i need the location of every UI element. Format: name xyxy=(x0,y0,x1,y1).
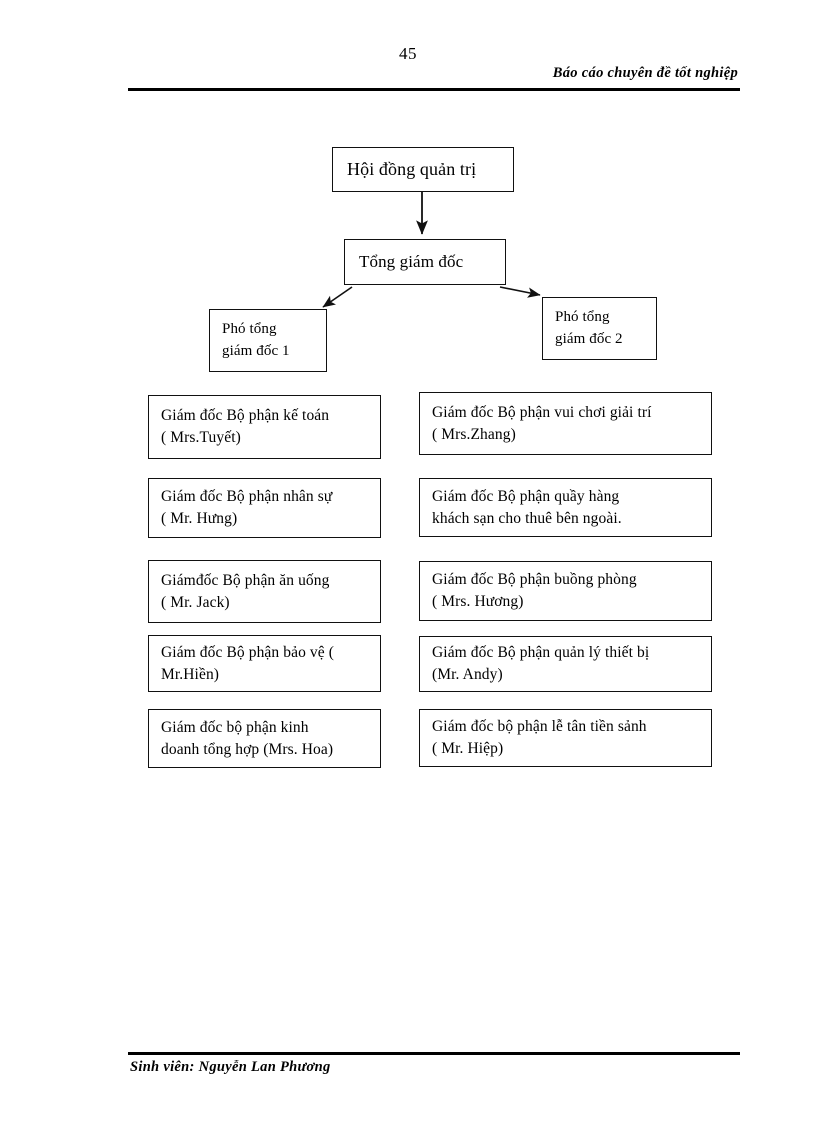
node-department-left-1[interactable]: Giám đốc Bộ phận kế toán ( Mrs.Tuyết) xyxy=(148,395,381,459)
footer-rule xyxy=(128,1052,740,1055)
node-department-right-1[interactable]: Giám đốc Bộ phận vui chơi giải trí ( Mrs… xyxy=(419,392,712,455)
node-board-of-directors[interactable]: Hội đồng quản trị xyxy=(332,147,514,192)
node-label: Hội đồng quản trị xyxy=(347,158,477,179)
header-title: Báo cáo chuyên đề tốt nghiệp xyxy=(552,65,738,81)
node-label: Giámđốc Bộ phận ăn uống ( Mr. Jack) xyxy=(161,571,330,611)
node-label: Giám đốc Bộ phận nhân sự ( Mr. Hưng) xyxy=(161,488,333,527)
page-number: 45 xyxy=(399,44,417,63)
node-deputy-general-director-2[interactable]: Phó tổng giám đốc 2 xyxy=(542,297,657,360)
node-department-left-4[interactable]: Giám đốc Bộ phận bảo vệ ( Mr.Hiền) xyxy=(148,635,381,692)
node-label: Giám đốc bộ phận lễ tân tiền sảnh ( Mr. … xyxy=(432,718,647,757)
node-label: Giám đốc Bộ phận bảo vệ ( Mr.Hiền) xyxy=(161,643,334,683)
node-department-left-3[interactable]: Giámđốc Bộ phận ăn uống ( Mr. Jack) xyxy=(148,560,381,623)
node-department-right-3[interactable]: Giám đốc Bộ phận buồng phòng ( Mrs. Hươn… xyxy=(419,561,712,621)
node-general-director[interactable]: Tổng giám đốc xyxy=(344,239,506,285)
node-label: Giám đốc Bộ phận vui chơi giải trí ( Mrs… xyxy=(432,403,652,443)
node-label: Giám đốc bộ phận kinh doanh tổng hợp (Mr… xyxy=(161,718,334,758)
node-deputy-general-director-1[interactable]: Phó tổng giám đốc 1 xyxy=(209,309,327,372)
node-label: Giám đốc Bộ phận buồng phòng ( Mrs. Hươn… xyxy=(432,571,637,610)
node-department-right-4[interactable]: Giám đốc Bộ phận quản lý thiết bị (Mr. A… xyxy=(419,636,712,692)
node-label: Giám đốc Bộ phận quản lý thiết bị (Mr. A… xyxy=(432,644,650,683)
node-department-left-5[interactable]: Giám đốc bộ phận kinh doanh tổng hợp (Mr… xyxy=(148,709,381,768)
node-label: Phó tổng giám đốc 2 xyxy=(555,309,623,347)
node-label: Tổng giám đốc xyxy=(359,251,464,271)
node-label: Giám đốc Bộ phận quầy hàng khách sạn cho… xyxy=(432,487,622,527)
node-label: Phó tổng giám đốc 1 xyxy=(222,321,290,359)
node-department-right-5[interactable]: Giám đốc bộ phận lễ tân tiền sảnh ( Mr. … xyxy=(419,709,712,767)
node-department-right-2[interactable]: Giám đốc Bộ phận quầy hàng khách sạn cho… xyxy=(419,478,712,537)
node-department-left-2[interactable]: Giám đốc Bộ phận nhân sự ( Mr. Hưng) xyxy=(148,478,381,538)
node-label: Giám đốc Bộ phận kế toán ( Mrs.Tuyết) xyxy=(161,407,330,446)
footer-student-name: Sinh viên: Nguyễn Lan Phương xyxy=(130,1059,331,1075)
header-rule xyxy=(128,88,740,91)
